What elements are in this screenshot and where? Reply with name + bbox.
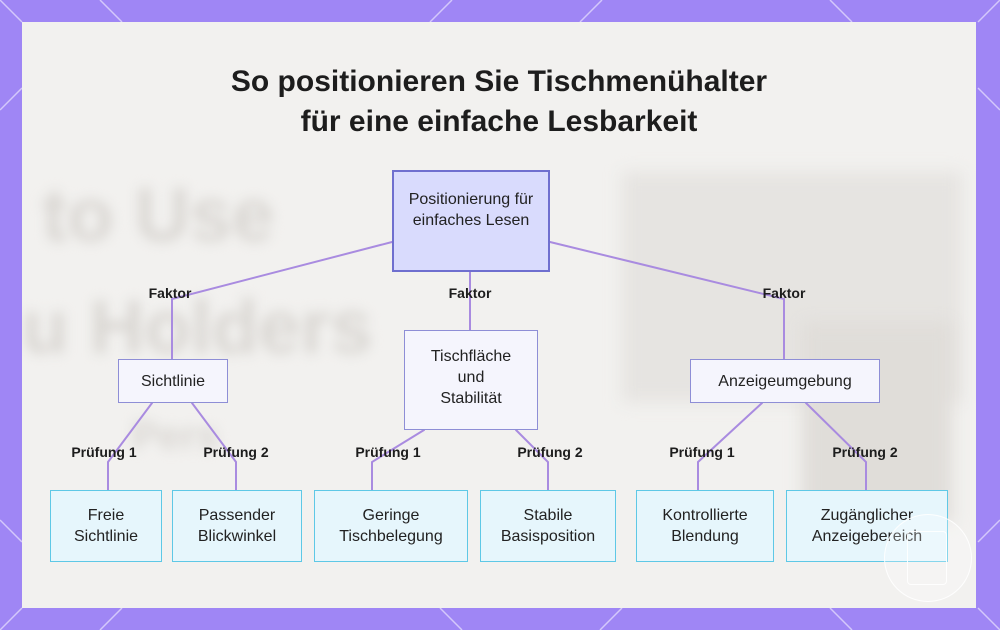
title-line-1: So positionieren Sie Tischmenühalter [230,65,768,98]
edge-label-faktor-2: Faktor [448,285,492,301]
edge-label-tischflaeche-pruefung-2: Prüfung 2 [517,444,583,460]
background-text-3: Pers [132,414,219,458]
check-node-zugaenglicher-anzeigebereich: Zugänglicher Anzeigebereich [786,490,948,562]
connector-root-sichtlinie [171,241,393,360]
check-node-freie-sichtlinie: Freie Sichtlinie [50,490,162,562]
edge-label-anzeige-pruefung-1: Prüfung 1 [669,444,735,460]
edge-label-faktor-3: Faktor [762,285,806,301]
background-photo-blur-2 [802,322,952,522]
check-node-stabile-basisposition: Stabile Basisposition [480,490,616,562]
edge-label-tischflaeche-pruefung-1: Prüfung 1 [355,444,421,460]
connector-sichtlinie-check1 [107,402,153,491]
factor-node-tischflaeche: Tischfläche und Stabilität [404,330,538,430]
infographic-card: to Use u Holders Pers So positionieren S… [22,22,976,608]
watermark-badge-icon [884,514,972,602]
title-line-2: für eine einfache Lesbarkeit [300,105,698,138]
factor-node-anzeigeumgebung: Anzeigeumgebung [690,359,880,403]
factor-node-sichtlinie: Sichtlinie [118,359,228,403]
connector-tischflaeche-check1 [371,429,425,491]
connector-tischflaeche-check2 [515,429,549,491]
edge-label-anzeige-pruefung-2: Prüfung 2 [832,444,898,460]
background-text-2: u Holders [22,285,373,370]
connector-anzeige-check1 [697,402,763,491]
check-node-kontrollierte-blendung: Kontrollierte Blendung [636,490,774,562]
edge-label-sichtlinie-pruefung-2: Prüfung 2 [203,444,269,460]
connector-lines [107,241,867,491]
page-title: So positionieren Sie Tischmenühalter für… [22,62,976,142]
connector-anzeige-check2 [805,402,867,491]
edge-label-faktor-1: Faktor [148,285,192,301]
connector-root-anzeige [549,241,785,360]
check-node-geringe-tischbelegung: Geringe Tischbelegung [314,490,468,562]
edge-label-sichtlinie-pruefung-1: Prüfung 1 [71,444,137,460]
connector-sichtlinie-check2 [191,402,237,491]
root-node: Positionierung für einfaches Lesen [392,170,550,272]
check-node-passender-blickwinkel: Passender Blickwinkel [172,490,302,562]
background-text-1: to Use [42,173,275,258]
